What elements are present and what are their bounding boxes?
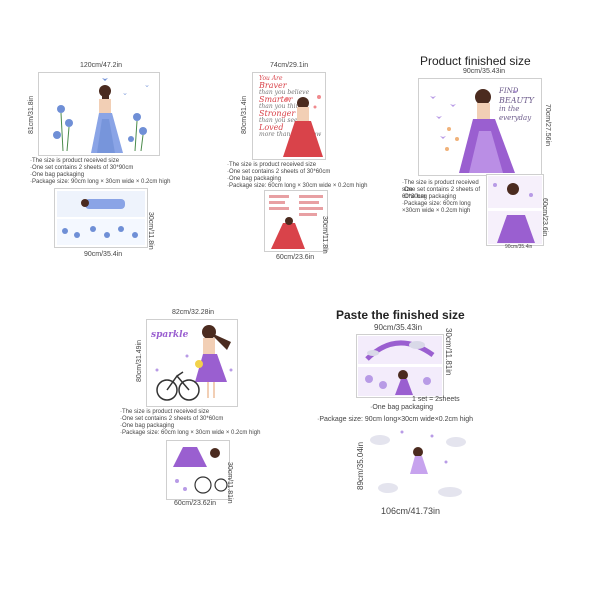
note-line: ·The size is product received size — [120, 409, 210, 415]
panel3-notes: ·The size is product received size ·One … — [402, 180, 486, 215]
panel4-height-label: 80cm/31.49in — [136, 339, 143, 382]
art-word: in the — [499, 105, 520, 113]
note-line: ·One bag packaging — [30, 172, 85, 178]
panel4-notes: ·The size is product received size ·One … — [120, 409, 260, 437]
note-line: ·One set contains 2 sheets of 30*90cm — [30, 165, 134, 171]
note-line: ·Package size: 60cm long × 30cm wide × 0… — [227, 183, 368, 189]
panel1-height-label: 81cm/31.8in — [28, 95, 35, 134]
panel3-sheets-image — [486, 174, 544, 246]
panel1-width-label: 120cm/47.2in — [80, 62, 123, 69]
panel5-height-label: 89cm/35.04in — [356, 441, 365, 490]
panel5-sheet-height-label: 30cm/11.81in — [444, 328, 453, 376]
girl-blue-dress-illustration — [53, 78, 149, 153]
art-word: FIND — [499, 87, 519, 95]
panel5-sheet-width-label: 90cm/35.43in — [374, 323, 423, 332]
girl-purple-dress-illustration — [430, 89, 518, 173]
panel2-notes: ·The size is product received size ·One … — [227, 162, 367, 190]
art-word: You Are — [259, 75, 283, 82]
panel4-width-label: 82cm/32.28in — [172, 309, 215, 316]
note-line: ·One set contains 2 sheets of 30*60cm — [120, 416, 224, 422]
panel2-sheet-width-label: 60cm/23.6in — [276, 254, 315, 261]
panel3-width-label: 90cm/35.43in — [463, 68, 506, 75]
sticker-sheets-red — [269, 195, 323, 249]
note-line: ·Package size: 90cm long × 30cm wide × 0… — [30, 179, 171, 185]
panel3-height-label: 70cm/27.56in — [544, 104, 551, 147]
panel4-sheet-width-label: 60cm/23.62in — [174, 500, 217, 507]
art-word: Loved — [259, 123, 284, 132]
art-word: Stronger — [259, 109, 296, 118]
package-size-note: ·Package size: 90cm long×30cm wide×0.2cm… — [317, 416, 474, 423]
sticker-sheets-bicycle — [173, 447, 228, 494]
girl-red-dress-illustration — [283, 95, 323, 157]
art-word: more than you know — [259, 131, 322, 138]
panel5-width-label: 106cm/41.73in — [381, 506, 441, 516]
art-word: than you seem — [259, 117, 304, 124]
art-word: Smarter — [259, 95, 293, 104]
girl-on-moon-illustration — [370, 430, 466, 499]
panel2-finished-image: You Are Braver than you believe Smarter … — [252, 72, 326, 160]
panel3-finished-image: FIND BEAUTY in the everyday — [418, 78, 542, 176]
note-line: ·One set contains 2 sheets of 30*60cm — [227, 169, 331, 175]
beauty-text: FIND BEAUTY in the everyday — [499, 87, 534, 123]
sticker-sheets-blue — [57, 191, 145, 245]
note-line: ·The size is product received size — [402, 180, 479, 193]
art-word: BEAUTY — [499, 96, 534, 105]
panel3-sheet-width-label: 90cm/35.4in — [505, 244, 533, 250]
panel3-sheet-height-label: 60cm/23.6in — [541, 198, 548, 237]
note-line: ·Package size: 60cm long ×30cm wide × 0.… — [402, 201, 471, 214]
affirmation-text: You Are Braver than you believe Smarter … — [259, 75, 321, 138]
packaging-note: ·One bag packaging — [370, 404, 434, 411]
note-line: ·Package size: 60cm long × 30cm wide × 0… — [120, 430, 261, 436]
set-label: 1 set = 2sheets — [412, 396, 460, 403]
panel4-finished-image: sparkle — [146, 319, 238, 407]
note-line: ·The size is product received size — [227, 162, 317, 168]
panel2-width-label: 74cm/29.1in — [270, 62, 309, 69]
panel2-height-label: 80cm/31.4in — [241, 95, 248, 134]
panel3-title: Product finished size — [420, 54, 531, 68]
art-word: than you believe — [259, 89, 310, 96]
panel2-sheets-image — [264, 190, 328, 252]
note-line: ·One bag packaging — [227, 176, 282, 182]
girl-bicycle-illustration — [155, 325, 233, 401]
art-word: everyday — [499, 114, 532, 122]
art-word: than you think — [259, 103, 304, 110]
sparkle-text: sparkle — [151, 330, 189, 340]
note-line: ·The size is product received size — [30, 158, 120, 164]
panel1-sheets-image — [54, 188, 148, 248]
panel5-title: Paste the finished size — [336, 308, 465, 322]
panel5-finished-image — [366, 426, 472, 506]
panel1-sheet-height-label: 30cm/11.8in — [147, 212, 154, 250]
panel1-sheet-width-label: 90cm/35.4in — [84, 251, 123, 258]
panel1-finished-image — [38, 72, 160, 156]
sticker-sheets-moon — [358, 336, 442, 396]
note-line: ·One bag packaging — [402, 194, 457, 200]
note-line: ·One bag packaging — [120, 423, 175, 429]
panel5-sheets-image — [356, 334, 444, 398]
art-word: Braver — [259, 81, 287, 90]
panel2-sheet-height-label: 30cm/11.8in — [321, 216, 328, 254]
sticker-sheets-purple — [488, 176, 542, 244]
panel4-sheets-image — [166, 440, 230, 500]
panel1-notes: ·The size is product received size ·One … — [30, 158, 170, 186]
panel4-sheet-height-label: 30cm/11.81in — [226, 462, 233, 504]
note-line: ·One set contains 2 sheets of 60*30cm — [402, 187, 481, 200]
